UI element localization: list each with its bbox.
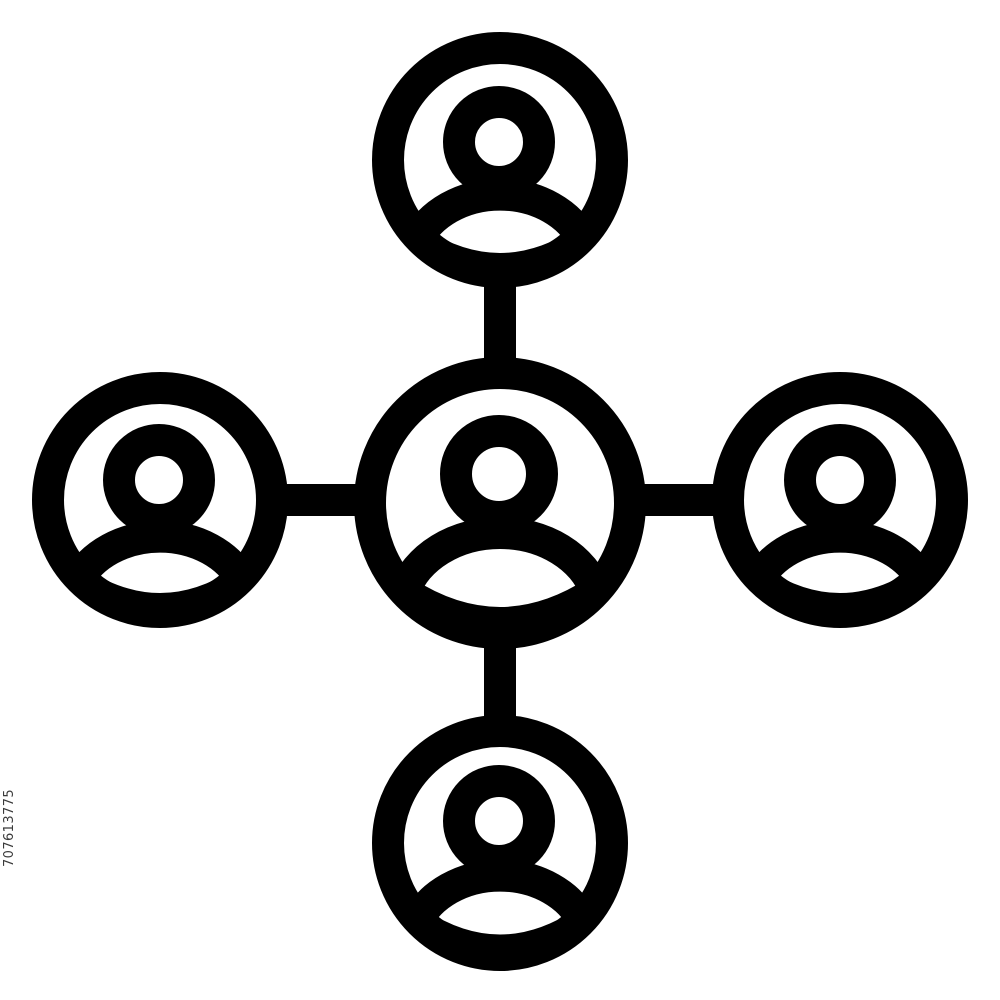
right-user-node: [712, 372, 968, 628]
user-head-icon: [784, 424, 896, 536]
stock-id-watermark: 707613775: [2, 788, 17, 868]
left-user-node: [32, 372, 288, 628]
user-body-icon: [388, 517, 612, 633]
user-head-icon: [440, 415, 558, 533]
top-user-node: [372, 32, 628, 288]
user-head-icon: [103, 424, 215, 536]
user-head-icon: [443, 86, 555, 198]
user-body-icon: [400, 859, 600, 955]
user-body-icon: [400, 178, 600, 272]
center-user-node: [354, 357, 646, 649]
user-body-icon: [741, 520, 939, 612]
user-head-icon: [443, 765, 555, 877]
user-body-icon: [61, 520, 259, 612]
bottom-user-node: [372, 715, 628, 971]
